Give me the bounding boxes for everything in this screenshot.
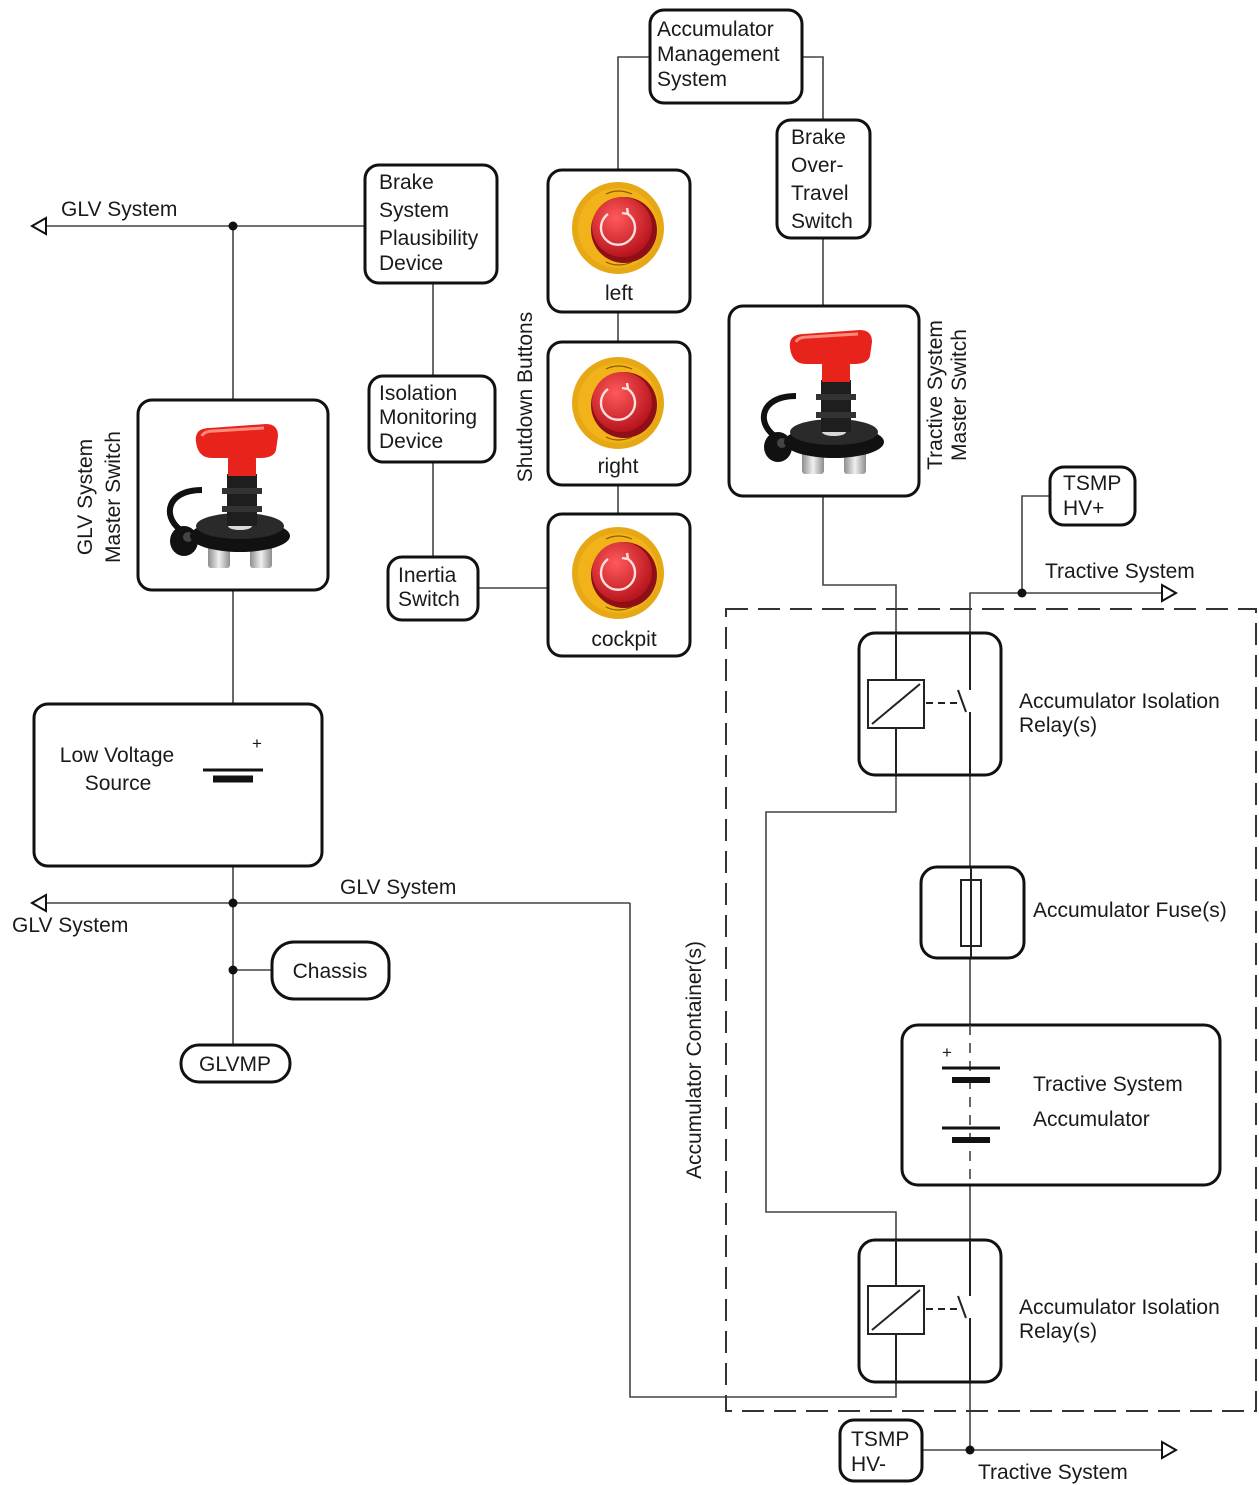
glv-system-label-left: GLV System bbox=[12, 914, 128, 937]
isolation-monitoring-device: Isolation Monitoring Device bbox=[367, 374, 497, 464]
glv-measuring-point: GLVMP bbox=[179, 1043, 292, 1084]
svg-text:Accumulator Isolation: Accumulator Isolation bbox=[1019, 1296, 1220, 1319]
accumulator-isolation-relay-bottom: Accumulator Isolation Relay(s) bbox=[857, 1238, 1220, 1384]
shutdown-button-right: right bbox=[546, 340, 692, 487]
accumulator-container-outline bbox=[725, 608, 1257, 1412]
svg-text:cockpit: cockpit bbox=[591, 628, 657, 651]
svg-text:right: right bbox=[598, 455, 639, 478]
svg-text:GLV System: GLV System bbox=[74, 439, 97, 555]
tsmp-hv-negative: TSMP HV- bbox=[838, 1418, 924, 1483]
svg-text:TSMP: TSMP bbox=[1063, 472, 1121, 495]
svg-text:HV-: HV- bbox=[851, 1453, 886, 1476]
svg-text:TSMP: TSMP bbox=[851, 1428, 909, 1451]
svg-text:Accumulator: Accumulator bbox=[657, 18, 774, 41]
svg-text:Brake: Brake bbox=[379, 171, 434, 194]
svg-text:Accumulator Isolation: Accumulator Isolation bbox=[1019, 690, 1220, 713]
svg-text:Tractive System: Tractive System bbox=[1033, 1073, 1183, 1096]
low-voltage-source: + Low Voltage Source bbox=[32, 702, 324, 868]
tractive-system-label-top: Tractive System bbox=[1045, 560, 1195, 583]
svg-text:System: System bbox=[379, 199, 449, 222]
shutdown-button-cockpit: cockpit bbox=[546, 512, 692, 658]
glv-system-master-switch: GLV System Master Switch bbox=[74, 398, 330, 592]
svg-text:Low Voltage: Low Voltage bbox=[60, 744, 174, 767]
tractive-system-accumulator: + Tractive System Accumulator bbox=[900, 1023, 1222, 1187]
shutdown-buttons-label: Shutdown Buttons bbox=[514, 312, 537, 482]
svg-text:Master Switch: Master Switch bbox=[948, 329, 971, 461]
inertia-switch: Inertia Switch bbox=[386, 555, 480, 622]
svg-text:Relay(s): Relay(s) bbox=[1019, 714, 1097, 737]
svg-text:Accumulator Fuse(s): Accumulator Fuse(s) bbox=[1033, 899, 1227, 922]
svg-text:Relay(s): Relay(s) bbox=[1019, 1320, 1097, 1343]
svg-text:Monitoring: Monitoring bbox=[379, 406, 477, 429]
svg-text:Chassis: Chassis bbox=[293, 960, 368, 983]
svg-text:Switch: Switch bbox=[791, 210, 853, 233]
svg-text:Master Switch: Master Switch bbox=[102, 431, 125, 563]
glv-system-label-top: GLV System bbox=[61, 198, 177, 221]
svg-text:+: + bbox=[942, 1043, 952, 1062]
svg-text:Source: Source bbox=[85, 772, 152, 795]
svg-text:Device: Device bbox=[379, 430, 443, 453]
svg-text:GLVMP: GLVMP bbox=[199, 1053, 271, 1076]
wires bbox=[38, 56, 1165, 1451]
svg-text:Tractive System: Tractive System bbox=[924, 320, 947, 470]
accumulator-fuse: Accumulator Fuse(s) bbox=[919, 865, 1227, 960]
accumulator-container-label: Accumulator Container(s) bbox=[683, 941, 706, 1179]
svg-text:Switch: Switch bbox=[398, 588, 460, 611]
svg-text:Travel: Travel bbox=[791, 182, 849, 205]
chassis: Chassis bbox=[270, 940, 391, 1001]
svg-text:Plausibility: Plausibility bbox=[379, 227, 479, 250]
svg-text:Over-: Over- bbox=[791, 154, 844, 177]
emergency-stop-icon bbox=[574, 184, 662, 272]
svg-text:Accumulator: Accumulator bbox=[1033, 1108, 1150, 1131]
svg-text:HV+: HV+ bbox=[1063, 497, 1104, 520]
svg-text:Inertia: Inertia bbox=[398, 564, 457, 587]
emergency-stop-icon bbox=[574, 359, 662, 447]
svg-text:+: + bbox=[252, 734, 262, 753]
svg-text:System: System bbox=[657, 68, 727, 91]
arrows bbox=[29, 216, 1179, 1460]
accumulator-isolation-relay-top: Accumulator Isolation Relay(s) bbox=[857, 631, 1220, 777]
svg-text:left: left bbox=[605, 282, 633, 305]
tsmp-hv-positive: TSMP HV+ bbox=[1048, 465, 1137, 527]
tractive-system-master-switch: Tractive System Master Switch bbox=[727, 304, 971, 498]
svg-text:Management: Management bbox=[657, 43, 780, 66]
svg-text:Isolation: Isolation bbox=[379, 382, 457, 405]
svg-text:Brake: Brake bbox=[791, 126, 846, 149]
glv-system-label-mid: GLV System bbox=[340, 876, 456, 899]
shutdown-button-left: left bbox=[546, 168, 692, 314]
junction-dots bbox=[228, 221, 1027, 1455]
emergency-stop-icon bbox=[574, 529, 662, 617]
brake-over-travel-switch: Brake Over- Travel Switch bbox=[775, 118, 872, 240]
tractive-system-label-bottom: Tractive System bbox=[978, 1461, 1128, 1484]
brake-system-plausibility-device: Brake System Plausibility Device bbox=[363, 163, 499, 285]
accumulator-management-system: Accumulator Management System bbox=[648, 8, 804, 105]
svg-text:Device: Device bbox=[379, 252, 443, 275]
